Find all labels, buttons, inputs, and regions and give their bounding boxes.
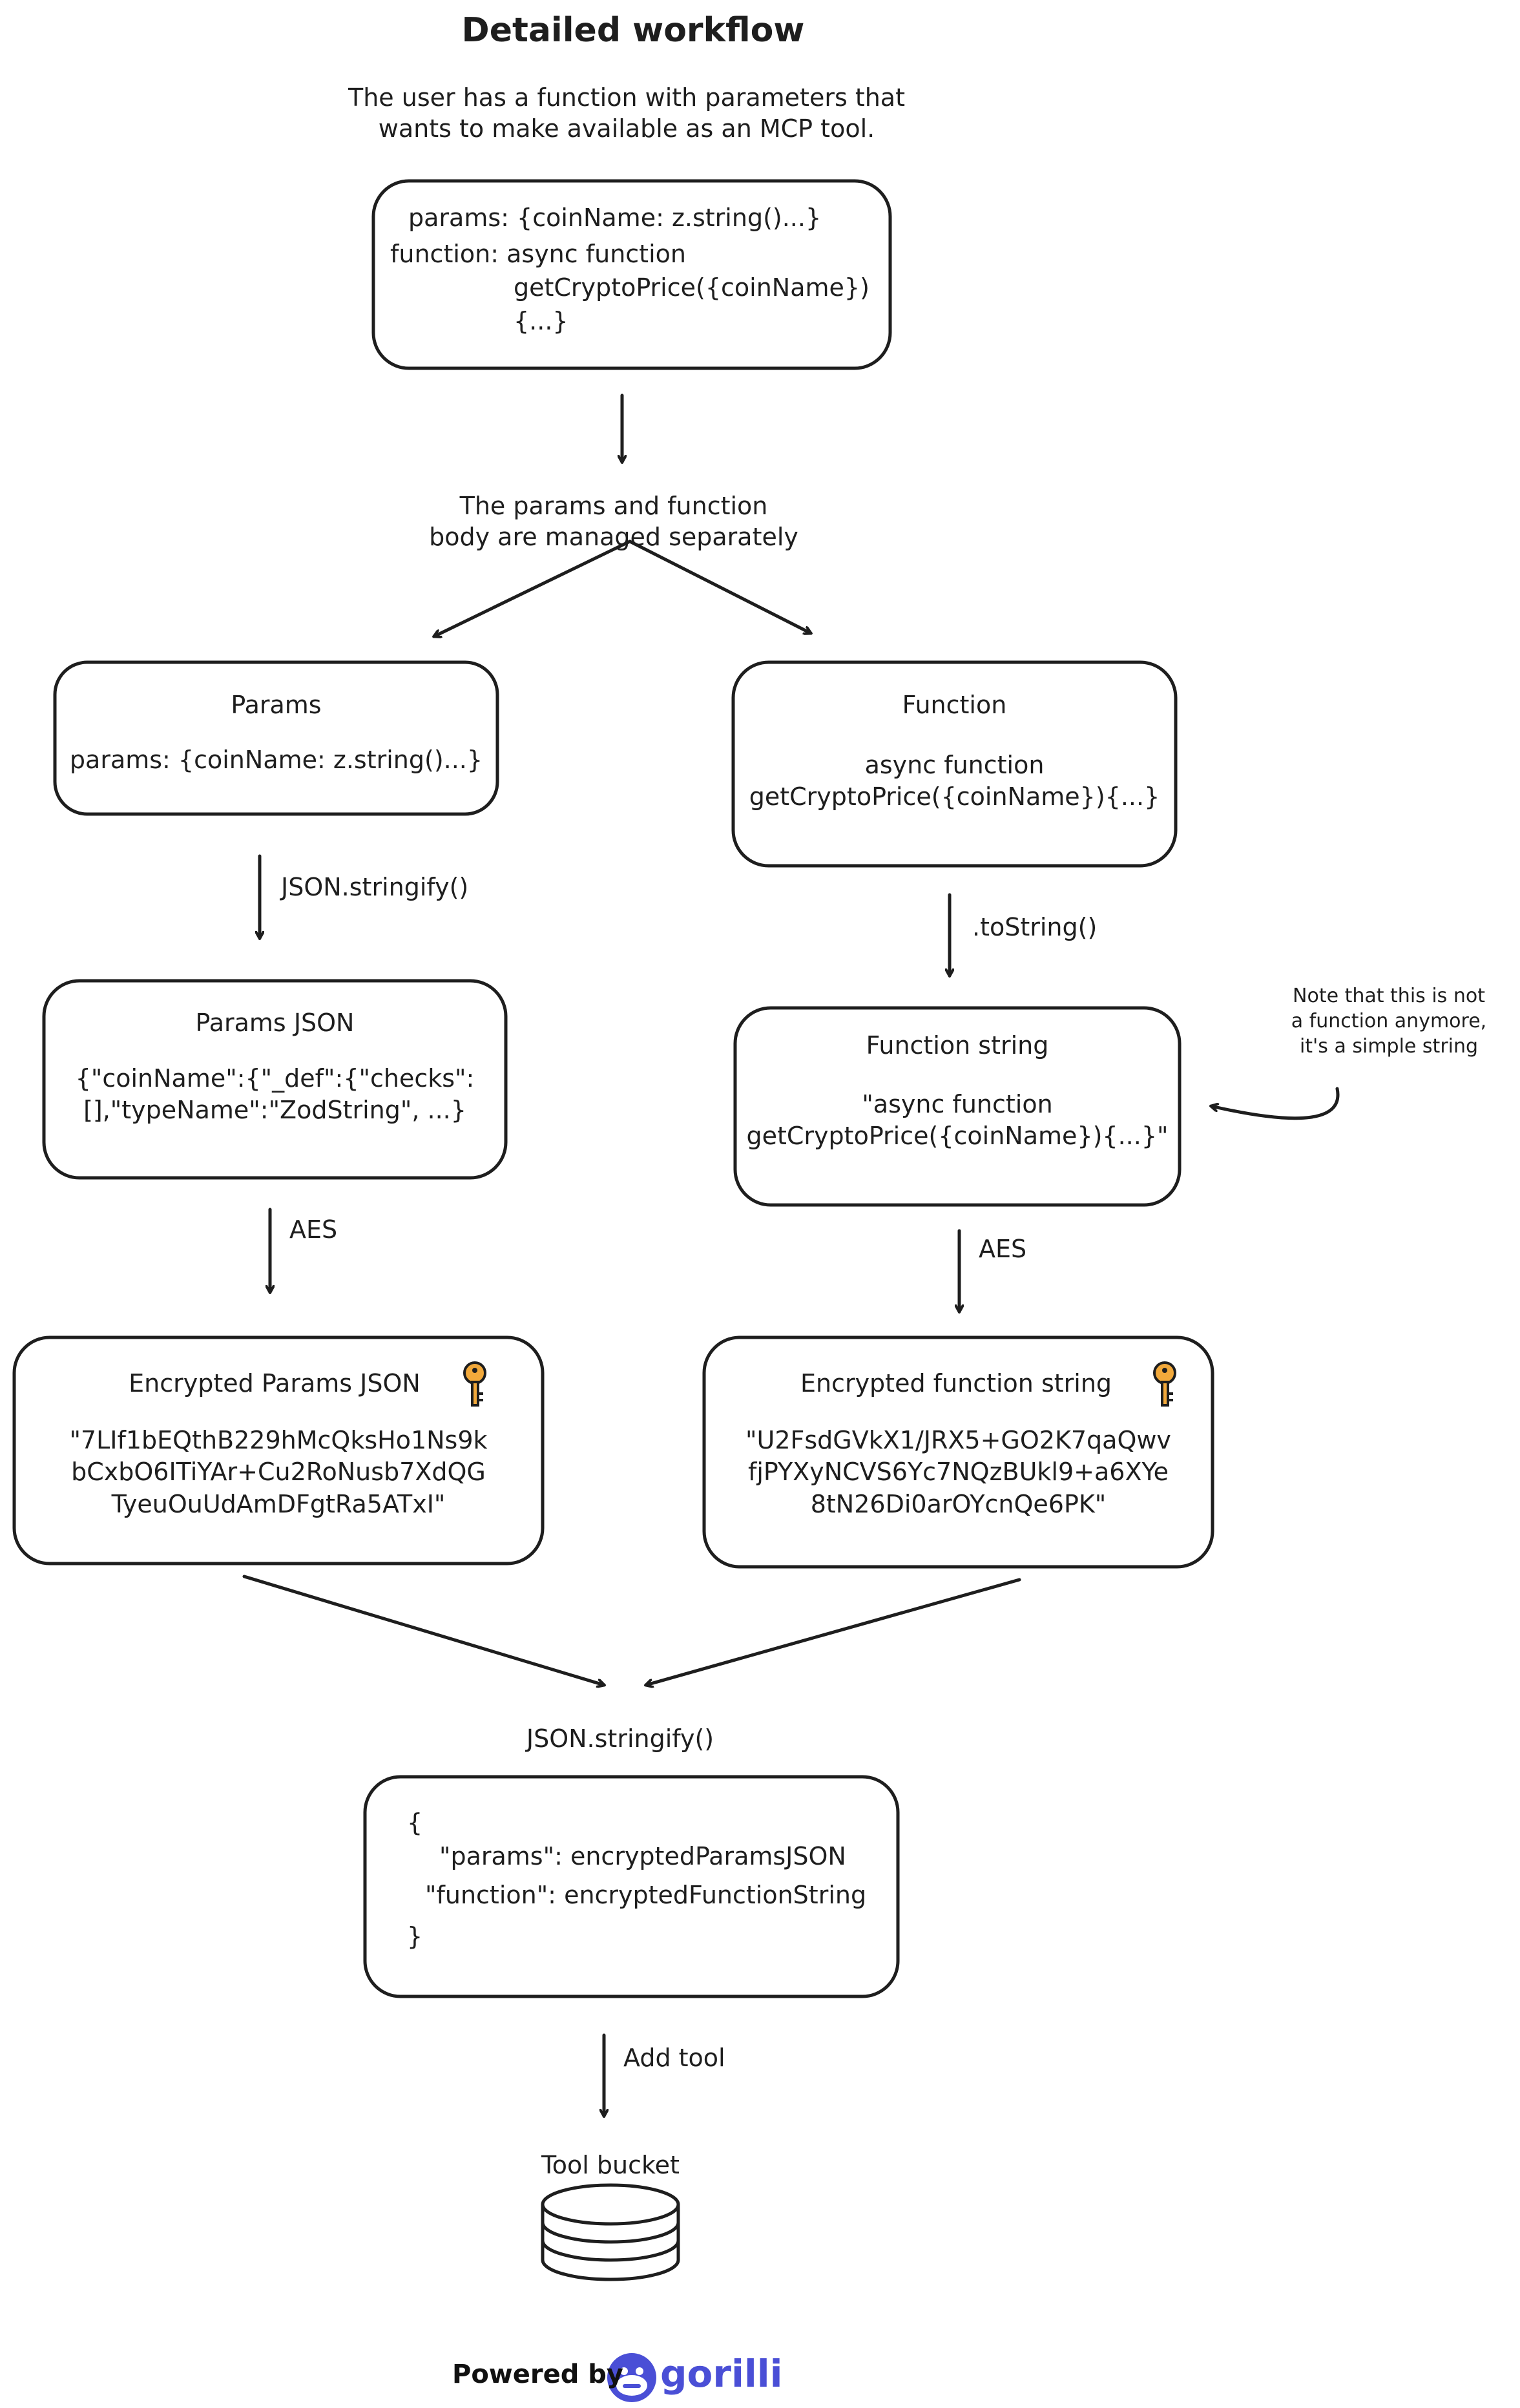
key-icon [1153,1361,1176,1407]
gorilla-logo-icon [607,2353,656,2402]
source-function-line: function: async function [390,240,686,268]
note-text: Note that this is not a function anymore… [1291,985,1487,1058]
result-close-brace: } [407,1922,423,1951]
tool-bucket-label: Tool bucket [541,2151,680,2179]
function-string-body: "async function getCryptoPrice({coinName… [746,1090,1169,1151]
function-string-title: Function string [866,1031,1049,1060]
arrow-note-pointer [1211,1087,1340,1120]
key-icon [463,1361,486,1407]
params-stringify-label: JSON.stringify() [281,873,469,901]
split-caption: The params and function body are managed… [429,492,798,551]
params-box-title: Params [231,691,322,719]
intro-text: The user has a function with parameters … [348,83,905,143]
result-function-line: "function": encryptedFunctionString [425,1881,867,1909]
params-box-body: params: {coinName: z.string()...} [69,746,483,774]
source-params-line: params: {coinName: z.string()...} [408,204,822,232]
arrow-merge-left [242,1575,604,1685]
params-json-title: Params JSON [195,1009,355,1037]
arrow-split-right [628,539,811,633]
function-box [731,660,1178,868]
params-json-box [42,979,508,1180]
powered-by-label: Powered by [452,2360,623,2389]
encrypted-params-body: "7LIf1bEQthB229hMcQksHo1Ns9k bCxbO6ITiYA… [69,1426,488,1518]
encrypted-function-box [702,1335,1214,1569]
params-box [53,660,499,816]
arrow-split-left [434,539,632,636]
function-string-box [733,1006,1182,1207]
encrypted-function-body: "U2FsdGVkX1/JRX5+GO2K7qaQwv fjPYXyNCVS6Y… [745,1426,1171,1518]
merge-stringify-label: JSON.stringify() [526,1724,714,1753]
params-json-body: {"coinName":{"_def":{"checks": [],"typeN… [75,1064,475,1125]
page-title: Detailed workflow [461,11,805,50]
aes-label-right: AES [979,1235,1027,1263]
result-params-line: "params": encryptedParamsJSON [439,1842,846,1870]
result-open-brace: { [407,1808,423,1837]
encrypted-params-title: Encrypted Params JSON [129,1369,421,1398]
database-icon [541,2183,680,2281]
source-function-body: {...} [514,307,568,335]
brand-name[interactable]: gorilli [660,2352,783,2396]
encrypted-function-title: Encrypted function string [800,1369,1112,1398]
function-box-body: async function getCryptoPrice({coinName}… [749,751,1160,811]
function-tostring-label: .toString() [972,913,1098,941]
source-box [371,179,892,370]
arrow-merge-right [646,1578,1021,1685]
add-tool-label: Add tool [623,2044,725,2072]
result-box [363,1775,900,1998]
source-function-name: getCryptoPrice({coinName}) [514,273,869,302]
aes-label-left: AES [289,1215,338,1244]
encrypted-params-box [12,1335,545,1565]
function-box-title: Function [902,691,1007,719]
